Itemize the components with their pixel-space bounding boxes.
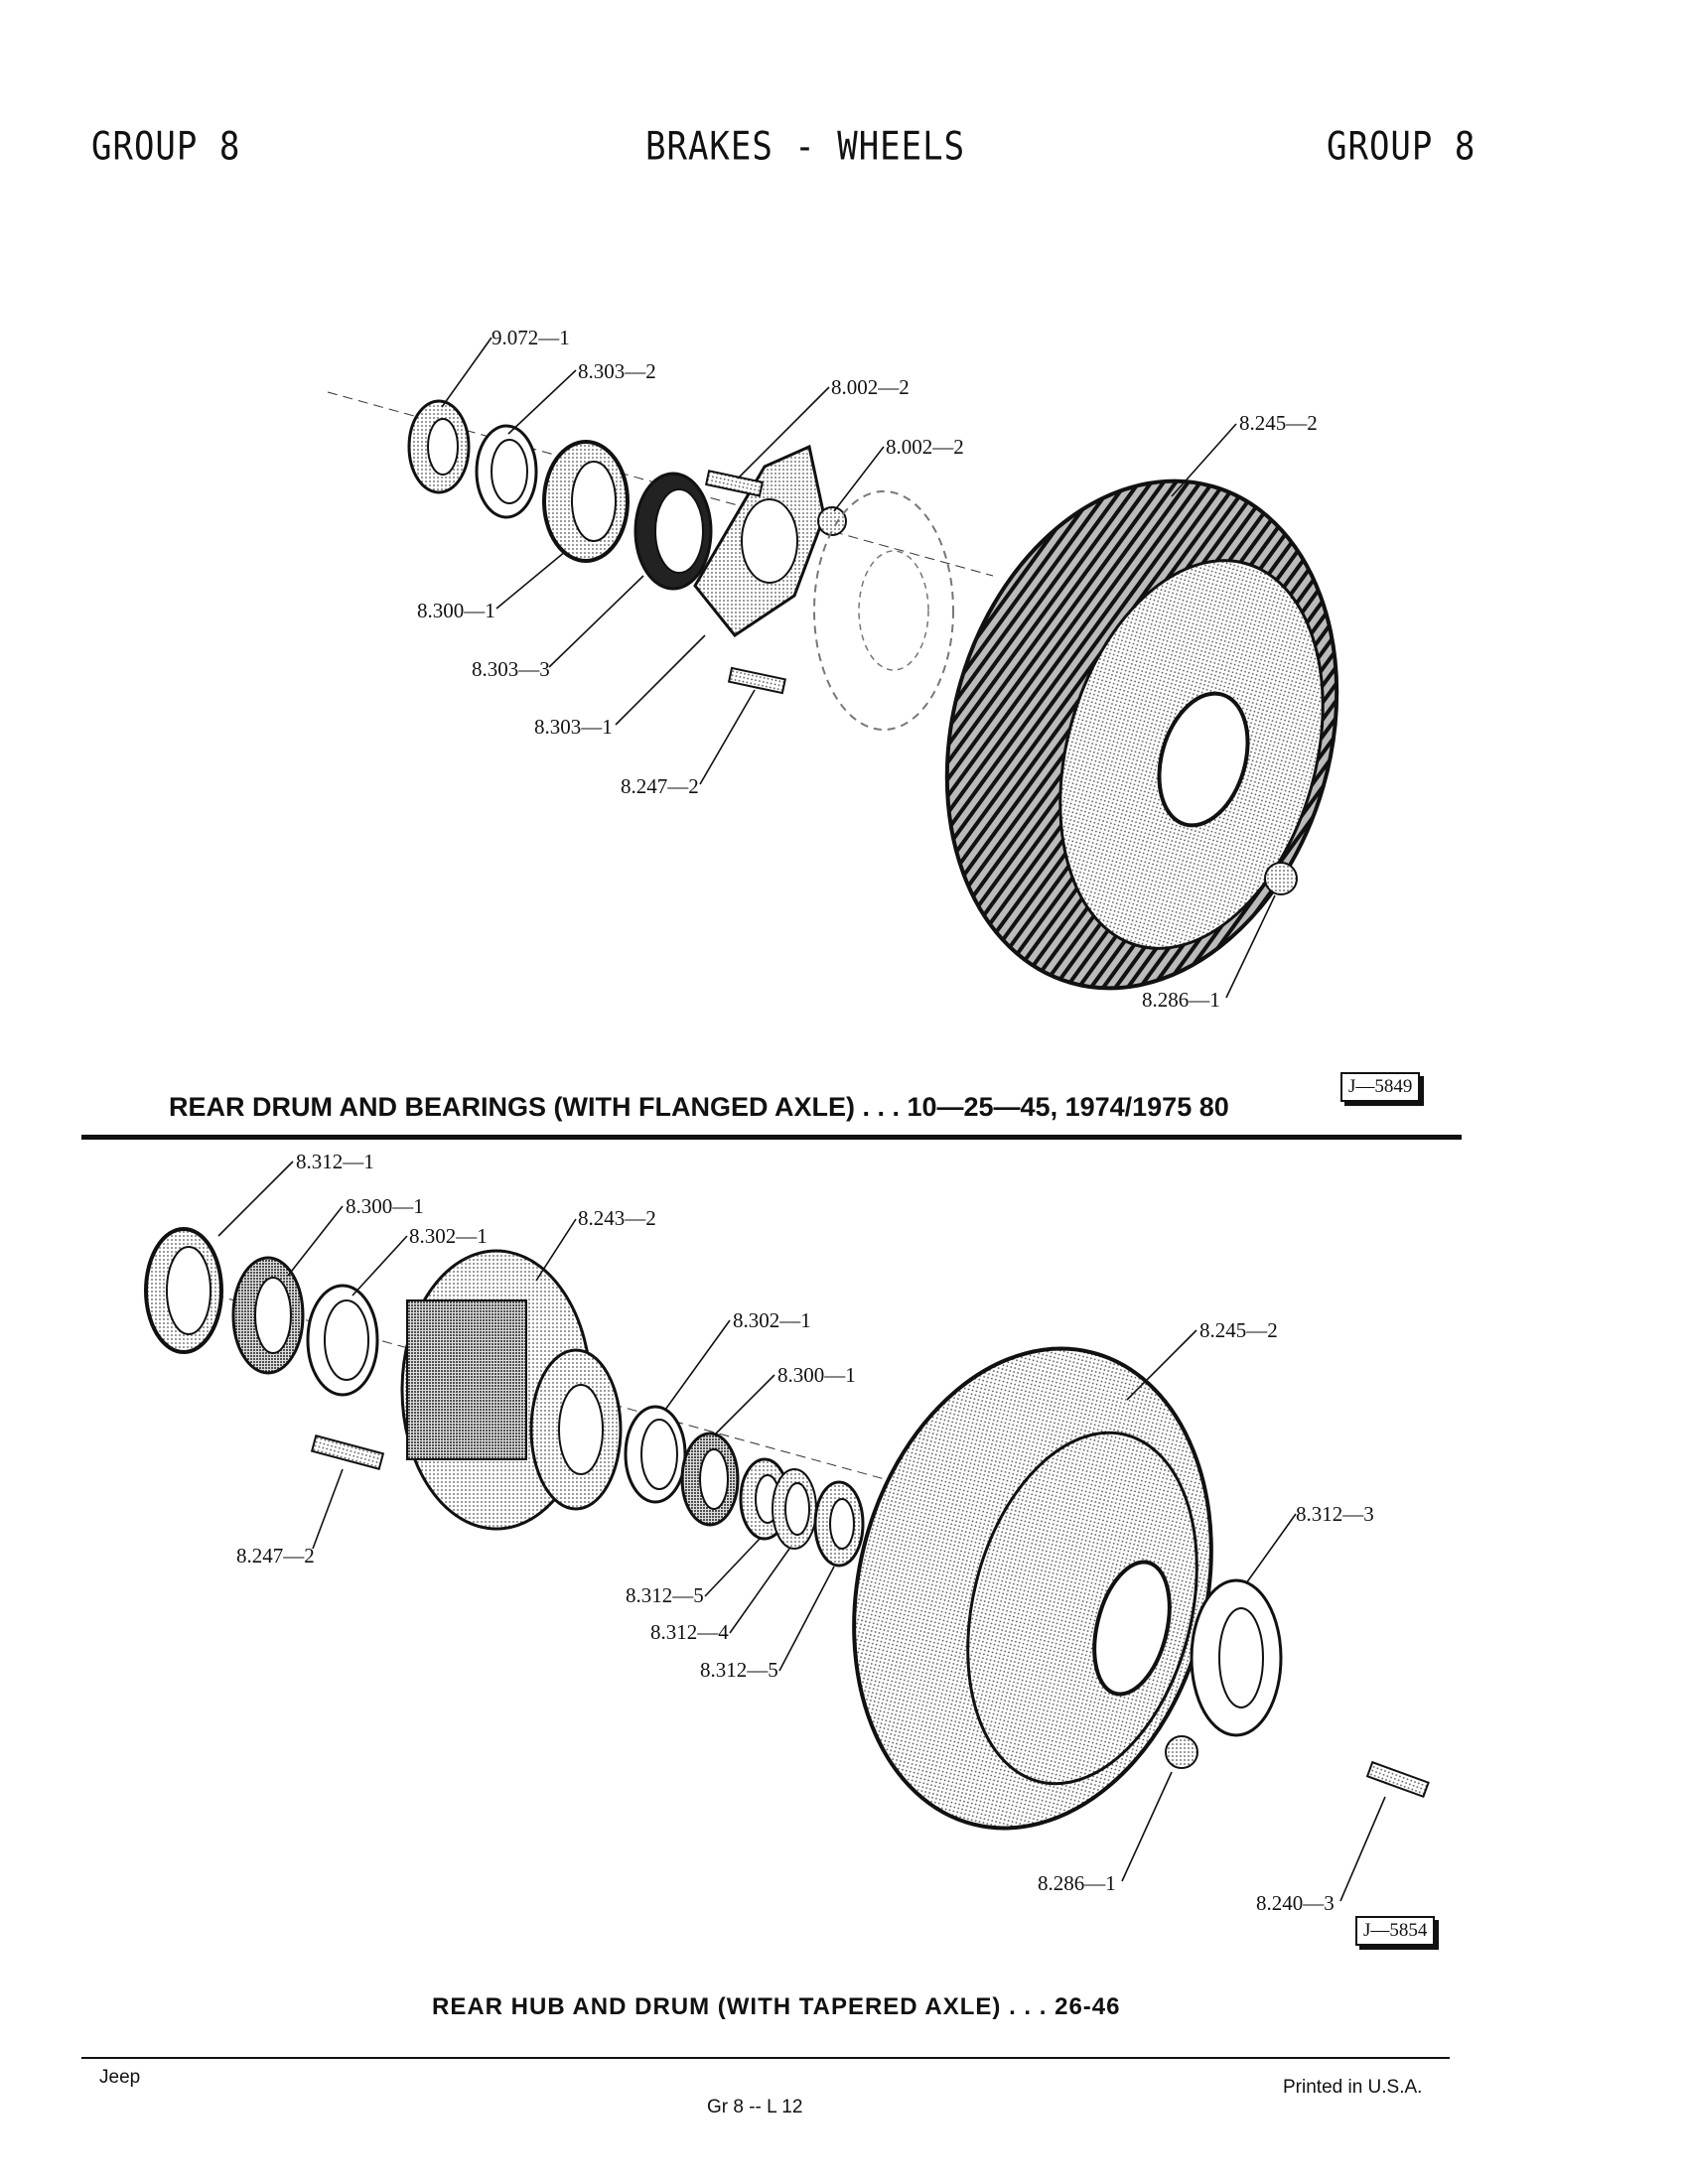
callout-8-240-3: 8.240—3 xyxy=(1256,1891,1335,1915)
part-8-303-1 xyxy=(693,444,826,638)
part-8-247-2 xyxy=(310,1433,385,1471)
footer-rule xyxy=(81,2057,1450,2059)
part-8-300-1-cone xyxy=(680,1432,740,1527)
part-8-002-2-nut xyxy=(817,506,847,536)
figure1-leader-lines xyxy=(441,337,1276,999)
part-8-247-2 xyxy=(727,666,786,695)
callout-8-312-1: 8.312—1 xyxy=(296,1150,374,1173)
section-divider xyxy=(81,1135,1462,1140)
part-8-300-1 xyxy=(542,440,630,563)
callout-8-300-1: 8.300—1 xyxy=(417,599,495,622)
backing-plate-ghost xyxy=(813,490,954,731)
part-8-303-2 xyxy=(475,424,538,519)
callout-8-300-1: 8.300—1 xyxy=(346,1194,424,1218)
callout-8-247-2: 8.247—2 xyxy=(236,1544,315,1568)
callout-8-243-2: 8.243—2 xyxy=(578,1206,656,1230)
group-label-right: GROUP 8 xyxy=(1327,124,1477,170)
figure2-leader-lines xyxy=(217,1160,1386,1902)
callout-8-312-4: 8.312—4 xyxy=(650,1620,729,1644)
callout-8-312-5-b: 8.312—5 xyxy=(700,1658,778,1682)
footer-brand: Jeep xyxy=(99,2067,141,2088)
part-8-245-2-drum xyxy=(852,1346,1213,1831)
callout-8-303-1: 8.303—1 xyxy=(534,715,613,739)
callout-8-312-5-a: 8.312—5 xyxy=(626,1583,704,1607)
part-8-312-4-washer xyxy=(772,1468,817,1550)
callout-8-286-1: 8.286—1 xyxy=(1142,988,1220,1012)
part-8-002-2-bolt xyxy=(704,470,765,497)
callout-8-247-2: 8.247—2 xyxy=(621,774,699,798)
figure2-id: J—5854 xyxy=(1355,1916,1436,1946)
callout-9-072-1: 9.072—1 xyxy=(492,326,570,349)
part-8-303-3 xyxy=(633,472,713,591)
part-8-300-1 xyxy=(231,1256,305,1375)
callout-8-002-2-bolt: 8.002—2 xyxy=(831,375,910,399)
part-8-243-2-hub xyxy=(400,1249,623,1531)
part-8-312-5-nut-b xyxy=(813,1480,865,1568)
callout-8-302-1-cup: 8.302—1 xyxy=(733,1308,811,1332)
part-8-240-3 xyxy=(1365,1760,1430,1799)
footer-page-number: Gr 8 -- L 12 xyxy=(707,2097,803,2117)
callout-8-303-2: 8.303—2 xyxy=(578,359,656,383)
callout-8-245-2: 8.245—2 xyxy=(1199,1318,1278,1342)
figure1-drawing xyxy=(327,337,1339,999)
figure1-id: J—5849 xyxy=(1340,1072,1421,1102)
callout-8-312-3: 8.312—3 xyxy=(1296,1502,1374,1526)
part-8-302-1 xyxy=(306,1284,379,1397)
figure1-caption: REAR DRUM AND BEARINGS (WITH FLANGED AXL… xyxy=(169,1092,1229,1122)
page-title: BRAKES - WHEELS xyxy=(645,124,966,170)
callout-8-002-2-nut: 8.002—2 xyxy=(886,435,964,459)
callout-8-303-3: 8.303—3 xyxy=(472,657,550,681)
figure2-caption: REAR HUB AND DRUM (WITH TAPERED AXLE) . … xyxy=(432,1993,1121,2020)
part-8-286-1 xyxy=(1165,1735,1198,1769)
callout-8-300-1-cone: 8.300—1 xyxy=(777,1363,856,1387)
figure2-drawing xyxy=(144,1160,1430,1902)
part-8-286-1 xyxy=(1264,862,1298,895)
part-8-245-2-finned-drum xyxy=(944,478,1339,991)
part-9-072-1 xyxy=(407,399,471,494)
part-8-312-3-gasket xyxy=(1190,1578,1283,1737)
part-8-312-1 xyxy=(144,1227,223,1354)
callout-8-245-2: 8.245—2 xyxy=(1239,411,1318,435)
footer-printed: Printed in U.S.A. xyxy=(1283,2077,1423,2098)
part-8-302-1-cup xyxy=(624,1405,687,1504)
callout-8-302-1: 8.302—1 xyxy=(409,1224,488,1248)
callout-8-286-1: 8.286—1 xyxy=(1038,1871,1116,1895)
group-label-left: GROUP 8 xyxy=(91,124,241,170)
